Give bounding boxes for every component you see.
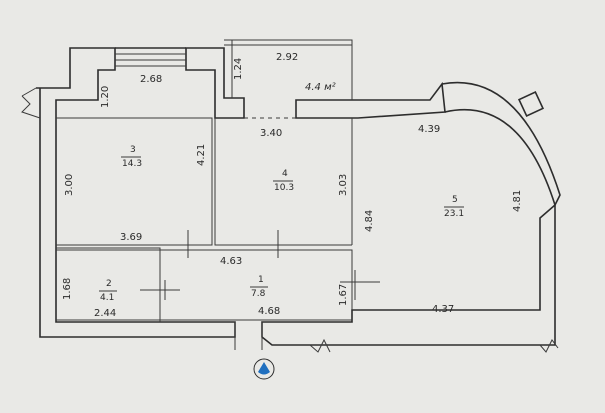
balcony-width: 2.92: [276, 52, 298, 63]
room1-height: 1.67: [338, 284, 349, 306]
room4-height: 3.03: [338, 174, 349, 196]
room4-area: 10.3: [274, 183, 294, 193]
room4-number: 4: [282, 169, 288, 179]
room5-top: 4.39: [418, 124, 440, 135]
room3-side: 4.21: [196, 144, 207, 166]
room2-number: 2: [106, 279, 112, 289]
room3-area: 14.3: [122, 159, 142, 169]
entrance-arrow-icon: [258, 362, 270, 375]
bay-width: 2.68: [140, 74, 162, 85]
room3-number: 3: [130, 145, 136, 155]
room5-left: 4.84: [364, 210, 375, 232]
room4-width: 3.40: [260, 128, 282, 139]
room3-width: 3.69: [120, 232, 142, 243]
room1-area: 7.8: [251, 289, 266, 299]
room1-number: 1: [258, 275, 264, 285]
room5-bottom: 4.37: [432, 304, 454, 315]
room2-width: 2.44: [94, 308, 116, 319]
dimension-labels: 2.68 1.20 3.00 4.21 3.69 3.40 3.03 4.63 …: [62, 74, 523, 319]
bay-depth: 1.20: [100, 86, 111, 108]
room2-height: 1.68: [62, 278, 73, 300]
interior-walls: [56, 117, 380, 322]
balcony: 2.92 1.24 4.4 м²: [224, 39, 353, 119]
hall-width: 4.63: [220, 256, 242, 267]
balcony-depth: 1.24: [233, 58, 244, 80]
room5-area: 23.1: [444, 209, 464, 219]
outer-walls: [21, 47, 561, 353]
room3-height: 3.00: [64, 174, 75, 196]
entrance-marker-icon: [253, 358, 275, 380]
room5-right: 4.81: [512, 190, 523, 212]
entrance: [234, 322, 275, 380]
room5-number: 5: [452, 195, 458, 205]
balcony-area: 4.4 м²: [305, 82, 336, 93]
room1-width: 4.68: [258, 306, 280, 317]
room-labels: 3 14.3 4 10.3 5 23.1 2 4.1 1 7.8: [99, 145, 464, 303]
room2-area: 4.1: [100, 293, 114, 303]
